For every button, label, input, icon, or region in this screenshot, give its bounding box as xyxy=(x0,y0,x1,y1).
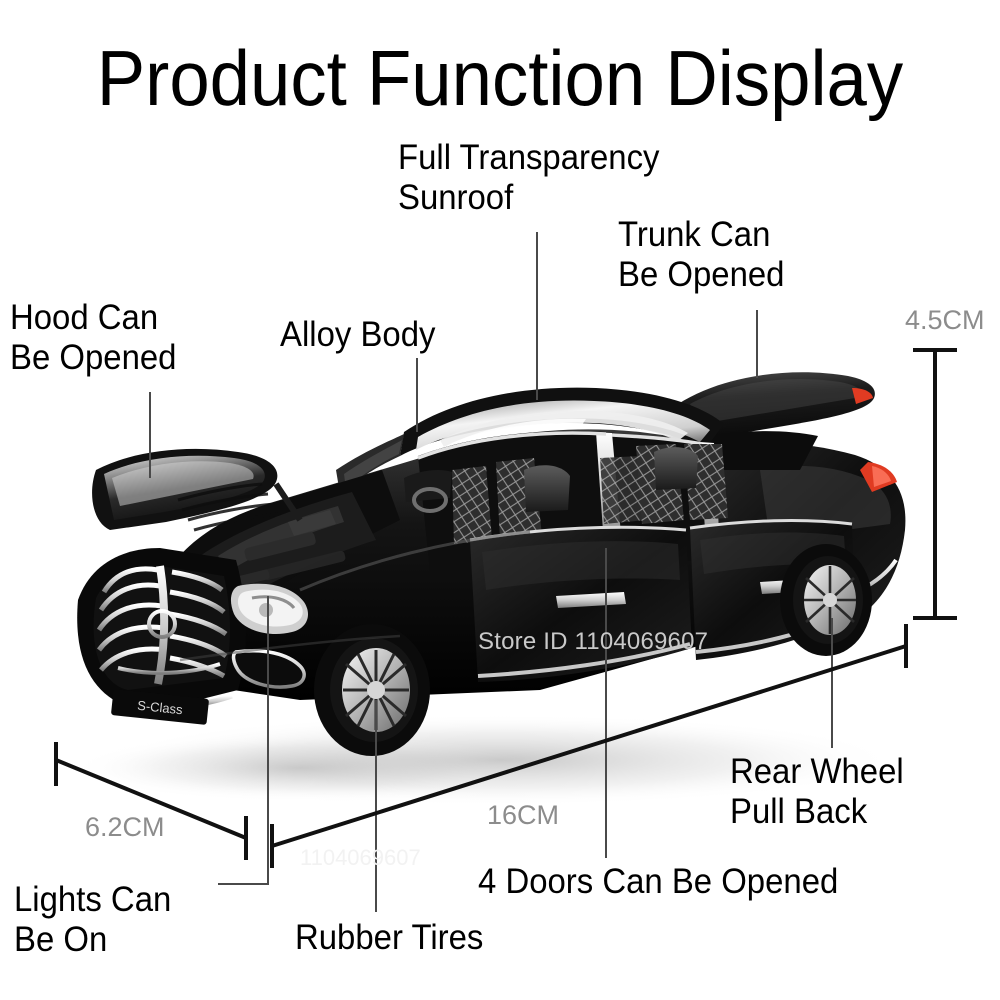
model-badge: S-Class xyxy=(137,698,184,718)
page-title: Product Function Display xyxy=(96,34,904,122)
callout-label-trunk: Trunk Can Be Opened xyxy=(618,215,785,294)
callout-label-sunroof: Full Transparency Sunroof xyxy=(398,138,660,217)
dimension-value-length: 16CM xyxy=(487,800,560,830)
leader-lights xyxy=(218,596,269,885)
dimension-value-width: 6.2CM xyxy=(85,812,165,842)
callout-label-rear-wheel: Rear Wheel Pull Back xyxy=(730,752,904,831)
callout-label-doors: 4 Doors Can Be Opened xyxy=(478,862,839,901)
callout-label-lights: Lights Can Be On xyxy=(14,880,172,959)
dimension-value-height: 4.5CM xyxy=(905,305,985,335)
watermark-faint: 1104069607 xyxy=(300,845,421,870)
callout-label-tires: Rubber Tires xyxy=(295,918,484,957)
callout-label-hood: Hood Can Be Opened xyxy=(10,298,177,377)
store-id-watermark: Store ID 1104069607 xyxy=(478,628,709,655)
callout-label-alloy-body: Alloy Body xyxy=(280,315,436,354)
